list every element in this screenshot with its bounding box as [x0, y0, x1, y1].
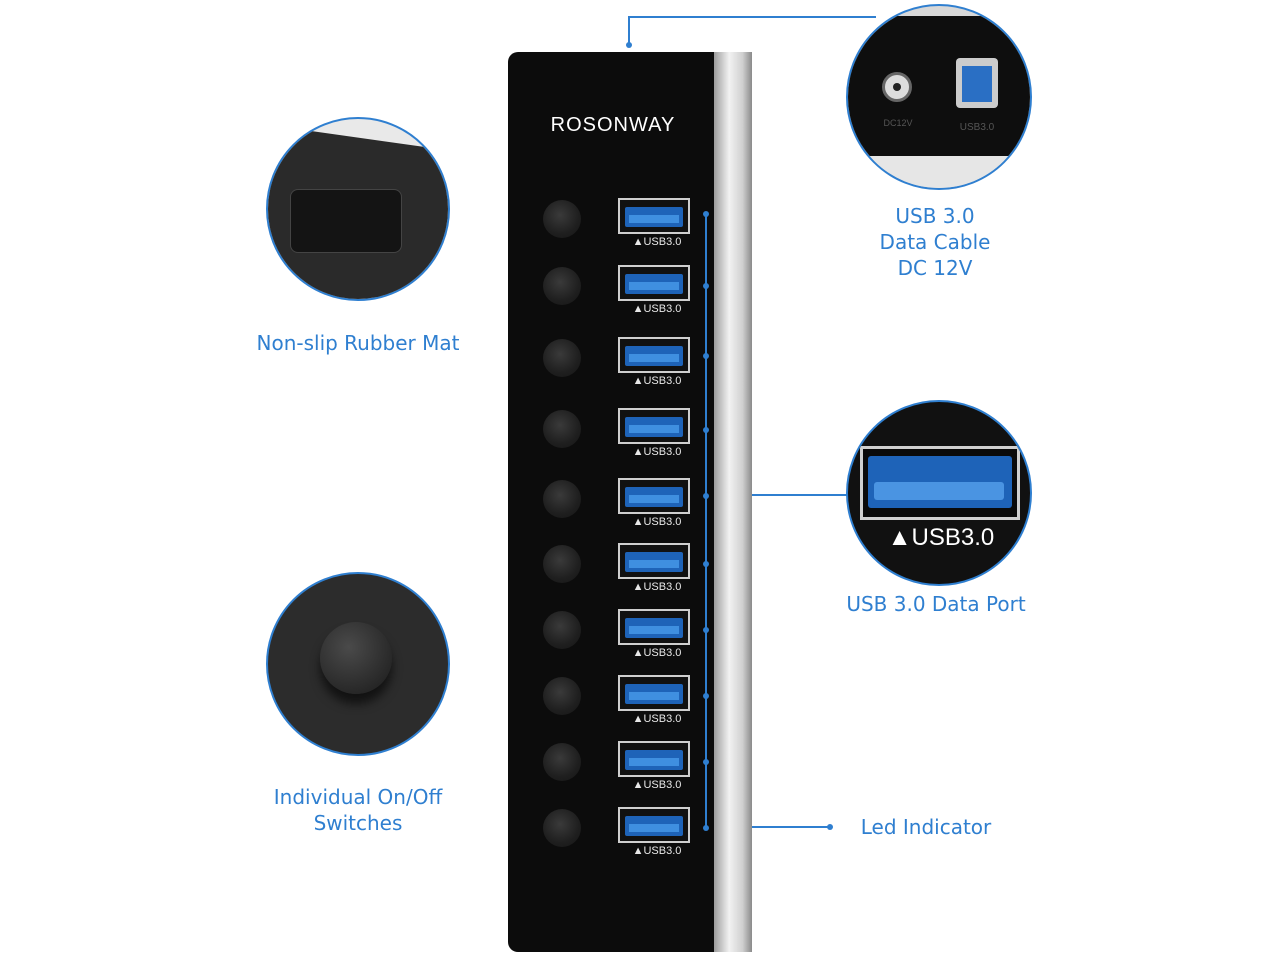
usb-b-label: USB3.0 [959, 122, 995, 133]
led-dot [703, 211, 709, 217]
back-panel [848, 16, 1030, 156]
switches-label-line1: Individual On/Off [273, 785, 443, 809]
usb-port-insert [625, 552, 683, 572]
usb-port[interactable] [618, 741, 690, 777]
hub-side-panel [714, 52, 752, 952]
rubber-mat-label: Non-slip Rubber Mat [256, 331, 460, 355]
led-indicator-label: Led Indicator [860, 815, 992, 839]
usb-port-insert [625, 346, 683, 366]
dc-label: DC12V [883, 118, 913, 128]
usb-port-label: ▲USB3.0 [632, 779, 682, 791]
power-switch-button[interactable] [543, 480, 581, 518]
usb-port-insert [625, 816, 683, 836]
usb-port-tongue [629, 282, 679, 290]
brand-logo: ROSONWAY [550, 114, 676, 136]
switch-zoom [266, 572, 450, 756]
connector-data-port [705, 494, 855, 496]
power-switch-button[interactable] [543, 410, 581, 448]
power-switch-button[interactable] [543, 267, 581, 305]
power-switch-button[interactable] [543, 200, 581, 238]
usb-port[interactable] [618, 198, 690, 234]
power-switch-button[interactable] [543, 743, 581, 781]
switches-label-line2: Switches [313, 811, 403, 835]
usb-port-insert [625, 487, 683, 507]
usb-port-label: ▲USB3.0 [632, 713, 682, 725]
connector-top-dot [626, 42, 632, 48]
cable-label-line2: Data Cable [879, 230, 991, 254]
connector-led [740, 826, 830, 828]
led-dot [703, 693, 709, 699]
led-indicator-line [705, 213, 707, 827]
cable-label-line3: DC 12V [897, 256, 973, 280]
usb-port-label: ▲USB3.0 [632, 516, 682, 528]
power-switch-button[interactable] [543, 677, 581, 715]
usb-port[interactable] [618, 408, 690, 444]
usb-port[interactable] [618, 265, 690, 301]
led-dot [703, 759, 709, 765]
power-switch-button[interactable] [543, 809, 581, 847]
led-dot [703, 353, 709, 359]
usb-port-insert [625, 274, 683, 294]
back-ports-zoom: DC12V USB3.0 [846, 4, 1032, 190]
rubber-mat-zoom [266, 117, 450, 301]
rubber-mat-pad [290, 189, 402, 253]
usb-hub-body: ROSONWAY ▲USB3.0 ▲USB3.0 ▲USB3.0 ▲USB3.0 ▲US… [508, 52, 718, 952]
led-dot [703, 427, 709, 433]
connector-top-horizontal [628, 16, 876, 18]
usb-port-label: ▲USB3.0 [632, 303, 682, 315]
usb-port-insert [625, 684, 683, 704]
usb-port-tongue [629, 495, 679, 503]
usb-port-insert [625, 417, 683, 437]
usb-port[interactable] [618, 609, 690, 645]
led-dot [703, 283, 709, 289]
power-switch-button[interactable] [543, 611, 581, 649]
usb-port[interactable] [618, 337, 690, 373]
power-switch-button[interactable] [543, 545, 581, 583]
usb-port-tongue [629, 824, 679, 832]
usb-port-tongue [629, 354, 679, 362]
connector-led-dot-end [827, 824, 833, 830]
usb-port-tongue [629, 560, 679, 568]
usb-port[interactable] [618, 807, 690, 843]
data-port-label: USB 3.0 Data Port [846, 592, 1026, 616]
usb-port-label: ▲USB3.0 [632, 236, 682, 248]
usb-port-tongue [629, 215, 679, 223]
usb-port-insert [625, 207, 683, 227]
usb-port-insert [625, 750, 683, 770]
usb-port-label: ▲USB3.0 [632, 375, 682, 387]
usb-port-insert [625, 618, 683, 638]
dc-jack-pin [893, 83, 901, 91]
power-switch-button[interactable] [543, 339, 581, 377]
switch-button-icon [320, 622, 392, 694]
cable-label-line1: USB 3.0 [895, 204, 975, 228]
led-dot [703, 493, 709, 499]
led-dot [703, 825, 709, 831]
led-dot [703, 561, 709, 567]
zoom-port-label: ▲USB3.0 [887, 524, 995, 551]
usb-port-tongue [629, 626, 679, 634]
connector-top-vertical [628, 16, 630, 46]
usb-port-label: ▲USB3.0 [632, 845, 682, 857]
usb-port-label: ▲USB3.0 [632, 647, 682, 659]
led-dot [703, 627, 709, 633]
usb-port-tongue [629, 425, 679, 433]
usb-port[interactable] [618, 478, 690, 514]
usb-port-tongue [629, 692, 679, 700]
back-panel-floor [848, 156, 1030, 188]
usb-port[interactable] [618, 543, 690, 579]
usb-port-label: ▲USB3.0 [632, 446, 682, 458]
usb-port-label: ▲USB3.0 [632, 581, 682, 593]
usb-b-port-inner [962, 66, 992, 102]
usb-port[interactable] [618, 675, 690, 711]
zoom-port-tongue [874, 482, 1004, 500]
usb-port-tongue [629, 758, 679, 766]
data-port-zoom: ▲USB3.0 [846, 400, 1032, 586]
